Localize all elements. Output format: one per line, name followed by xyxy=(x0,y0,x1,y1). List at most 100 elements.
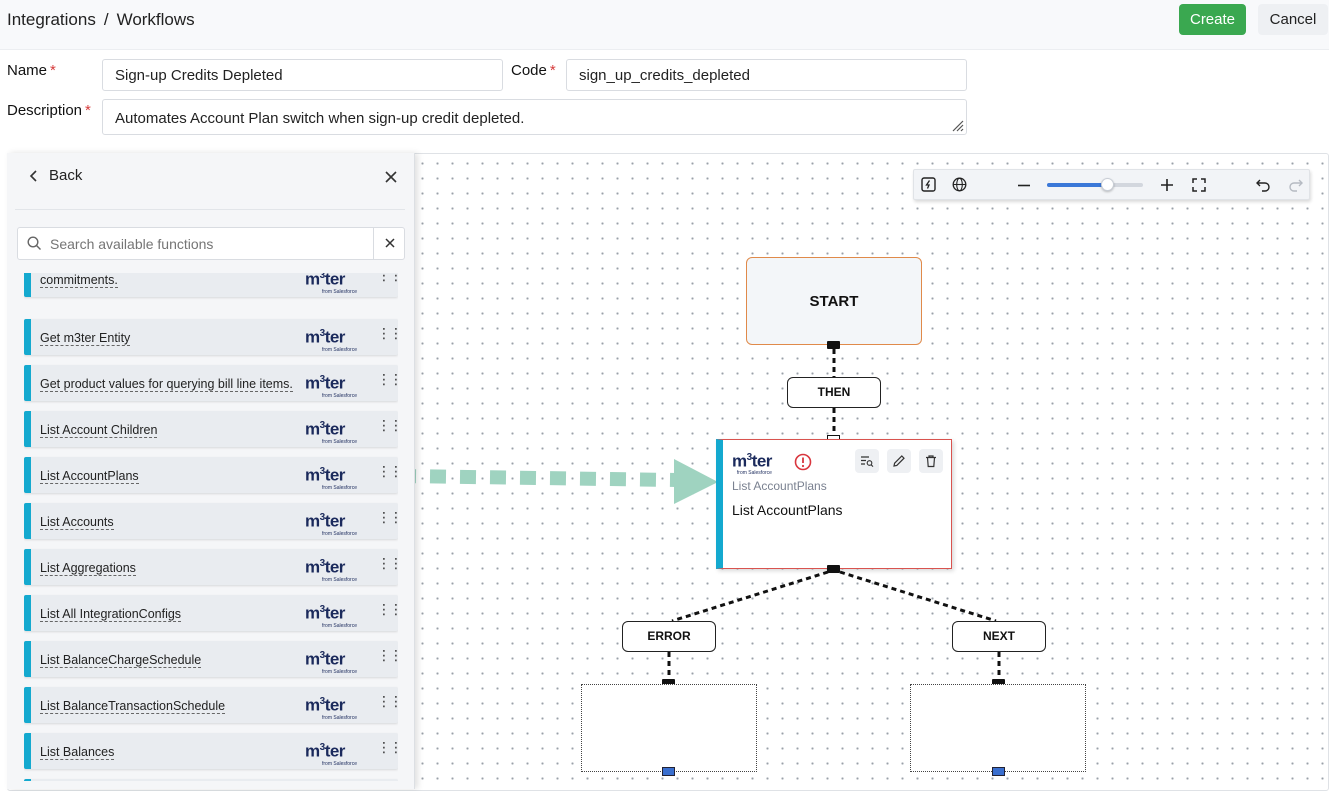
back-label: Back xyxy=(49,167,83,184)
function-item-label: List AccountPlans xyxy=(40,469,139,484)
breadcrumb: Integrations / Workflows xyxy=(7,10,195,30)
canvas-toolbar xyxy=(913,169,1310,200)
drag-handle-icon[interactable]: ⋮⋮ xyxy=(377,693,398,709)
next-slot-input-port[interactable] xyxy=(992,679,1005,687)
name-input[interactable]: Sign-up Credits Depleted xyxy=(102,59,503,91)
function-icon[interactable] xyxy=(921,177,936,192)
function-item-label: List Aggregations xyxy=(40,561,136,576)
globe-icon[interactable] xyxy=(952,177,967,192)
clear-search-icon[interactable] xyxy=(373,228,406,259)
code-input[interactable]: sign_up_credits_depleted xyxy=(566,59,967,91)
trash-icon xyxy=(926,455,936,468)
details-button[interactable] xyxy=(855,449,879,473)
edit-button[interactable] xyxy=(887,449,911,473)
top-bar: Integrations / Workflows Create Cancel xyxy=(0,0,1329,50)
function-item-label: List Accounts xyxy=(40,515,114,530)
next-drop-slot[interactable] xyxy=(910,684,1086,772)
function-list-item[interactable] xyxy=(24,779,398,781)
panel-divider xyxy=(15,209,405,210)
function-item-label: commitments. xyxy=(40,273,118,288)
drag-handle-icon[interactable]: ⋮⋮ xyxy=(377,555,398,571)
zoom-slider-handle[interactable] xyxy=(1101,178,1115,191)
back-button[interactable]: Back xyxy=(29,167,82,184)
list-search-icon xyxy=(861,456,874,467)
undo-icon[interactable] xyxy=(1256,178,1271,192)
function-item-label: List All IntegrationConfigs xyxy=(40,607,182,622)
function-list-item[interactable]: Get product values for querying bill lin… xyxy=(24,365,398,401)
start-output-port[interactable] xyxy=(827,341,840,349)
function-item-label: List Account Children xyxy=(40,423,158,438)
create-button[interactable]: Create xyxy=(1179,4,1246,35)
next-slot-output-port[interactable] xyxy=(992,767,1005,776)
function-node-title: List AccountPlans xyxy=(732,502,843,518)
zoom-in-icon[interactable] xyxy=(1161,179,1173,191)
code-label: Code* xyxy=(511,62,556,79)
function-output-port[interactable] xyxy=(827,565,840,573)
start-node[interactable]: START xyxy=(746,257,922,345)
fullscreen-icon[interactable] xyxy=(1192,178,1206,192)
drag-handle-icon[interactable]: ⋮⋮ xyxy=(377,371,398,387)
error-drop-slot[interactable] xyxy=(581,684,757,772)
zoom-slider[interactable] xyxy=(1047,178,1143,191)
then-connector-label[interactable]: THEN xyxy=(787,377,881,408)
description-textarea[interactable]: Automates Account Plan switch when sign-… xyxy=(102,99,967,135)
drag-handle-icon[interactable]: ⋮⋮ xyxy=(377,601,398,617)
drag-handle-icon[interactable]: ⋮⋮ xyxy=(377,463,398,479)
m3ter-logo: m3ter from Salesforce xyxy=(732,451,772,476)
zoom-out-icon[interactable] xyxy=(1018,184,1030,187)
drag-handle-icon[interactable]: ⋮⋮ xyxy=(377,509,398,525)
zoom-slider-fill xyxy=(1047,183,1108,187)
description-text: Automates Account Plan switch when sign-… xyxy=(115,110,525,127)
next-connector-label[interactable]: NEXT xyxy=(952,621,1046,652)
warning-icon[interactable] xyxy=(794,453,812,471)
name-label: Name* xyxy=(7,62,56,79)
search-input[interactable] xyxy=(50,233,370,255)
close-panel-icon[interactable] xyxy=(385,167,397,188)
function-node-list-accountplans[interactable]: m3ter from Salesforce List AccountPlans … xyxy=(716,439,952,569)
function-item-label: Get m3ter Entity xyxy=(40,331,131,346)
function-item-label: List Balances xyxy=(40,745,115,760)
function-node-subtitle: List AccountPlans xyxy=(732,479,827,493)
resize-grip-icon[interactable] xyxy=(950,118,964,132)
redo-icon[interactable] xyxy=(1288,178,1303,192)
cancel-button[interactable]: Cancel xyxy=(1258,4,1328,35)
error-slot-output-port[interactable] xyxy=(662,767,675,776)
breadcrumb-integrations[interactable]: Integrations xyxy=(7,10,96,29)
drag-handle-icon[interactable]: ⋮⋮ xyxy=(377,325,398,341)
search-icon xyxy=(27,236,41,250)
drag-handle-icon[interactable]: ⋮⋮ xyxy=(377,417,398,433)
breadcrumb-separator: / xyxy=(103,10,109,29)
drag-handle-icon[interactable]: ⋮⋮ xyxy=(377,647,398,663)
function-item-label: List BalanceChargeSchedule xyxy=(40,653,202,668)
pencil-icon xyxy=(893,455,905,467)
drag-handle-icon[interactable]: ⋮⋮ xyxy=(377,273,398,283)
drag-handle-icon[interactable]: ⋮⋮ xyxy=(377,739,398,755)
function-item-label: Get product values for querying bill lin… xyxy=(40,377,293,392)
error-connector-label[interactable]: ERROR xyxy=(622,621,716,652)
breadcrumb-workflows: Workflows xyxy=(116,10,195,29)
delete-button[interactable] xyxy=(919,449,943,473)
error-slot-input-port[interactable] xyxy=(662,679,675,687)
